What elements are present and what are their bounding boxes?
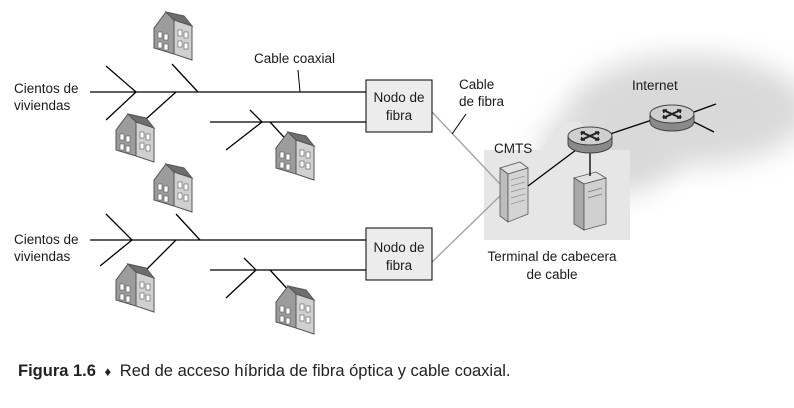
figure-caption: Figura 1.6 ♦ Red de acceso híbrida de fi… (18, 362, 511, 381)
coax-label-pointer (297, 69, 301, 93)
house-icon (153, 11, 193, 61)
cmts-icon (499, 161, 529, 223)
internet-router-icon (649, 104, 695, 132)
label-cientos-bot-2: viviendas (14, 249, 71, 264)
caption-separator: ♦ (104, 364, 112, 379)
label-nodo-top-1: Nodo de (373, 90, 424, 105)
fiber-cables (431, 111, 501, 263)
label-cable-fibra-1: Cable (459, 77, 494, 92)
label-nodo-top-2: fibra (386, 108, 413, 123)
headend-router-icon (567, 126, 613, 154)
fiber-node-top (365, 79, 433, 133)
fiber-label-pointer (451, 113, 467, 135)
label-cable-fibra-2: de fibra (459, 94, 505, 109)
caption-text: Red de acceso híbrida de fibra óptica y … (119, 362, 511, 380)
coax-tree-top (90, 63, 366, 151)
label-cable-coaxial: Cable coaxial (254, 51, 335, 66)
label-terminal-1: Terminal de cabecera (487, 249, 617, 264)
house-icon (275, 131, 315, 181)
label-cientos-top-1: Cientos de (14, 81, 79, 96)
house-icon (153, 163, 193, 213)
coax-tree-bottom (90, 213, 366, 299)
label-nodo-bot-2: fibra (386, 258, 413, 273)
label-terminal-2: de cable (526, 267, 577, 282)
label-cientos-bot-1: Cientos de (14, 232, 79, 247)
figure-number: Figura 1.6 (18, 362, 96, 380)
house-icon (275, 285, 315, 335)
label-internet: Internet (632, 78, 678, 93)
house-icon (115, 113, 155, 163)
house-icon (115, 263, 155, 313)
label-cmts: CMTS (494, 141, 532, 156)
server-icon (572, 171, 608, 231)
network-links (527, 103, 717, 187)
label-nodo-bot-1: Nodo de (373, 240, 424, 255)
label-cientos-top-2: viviendas (14, 98, 71, 113)
fiber-node-bottom (365, 227, 433, 281)
